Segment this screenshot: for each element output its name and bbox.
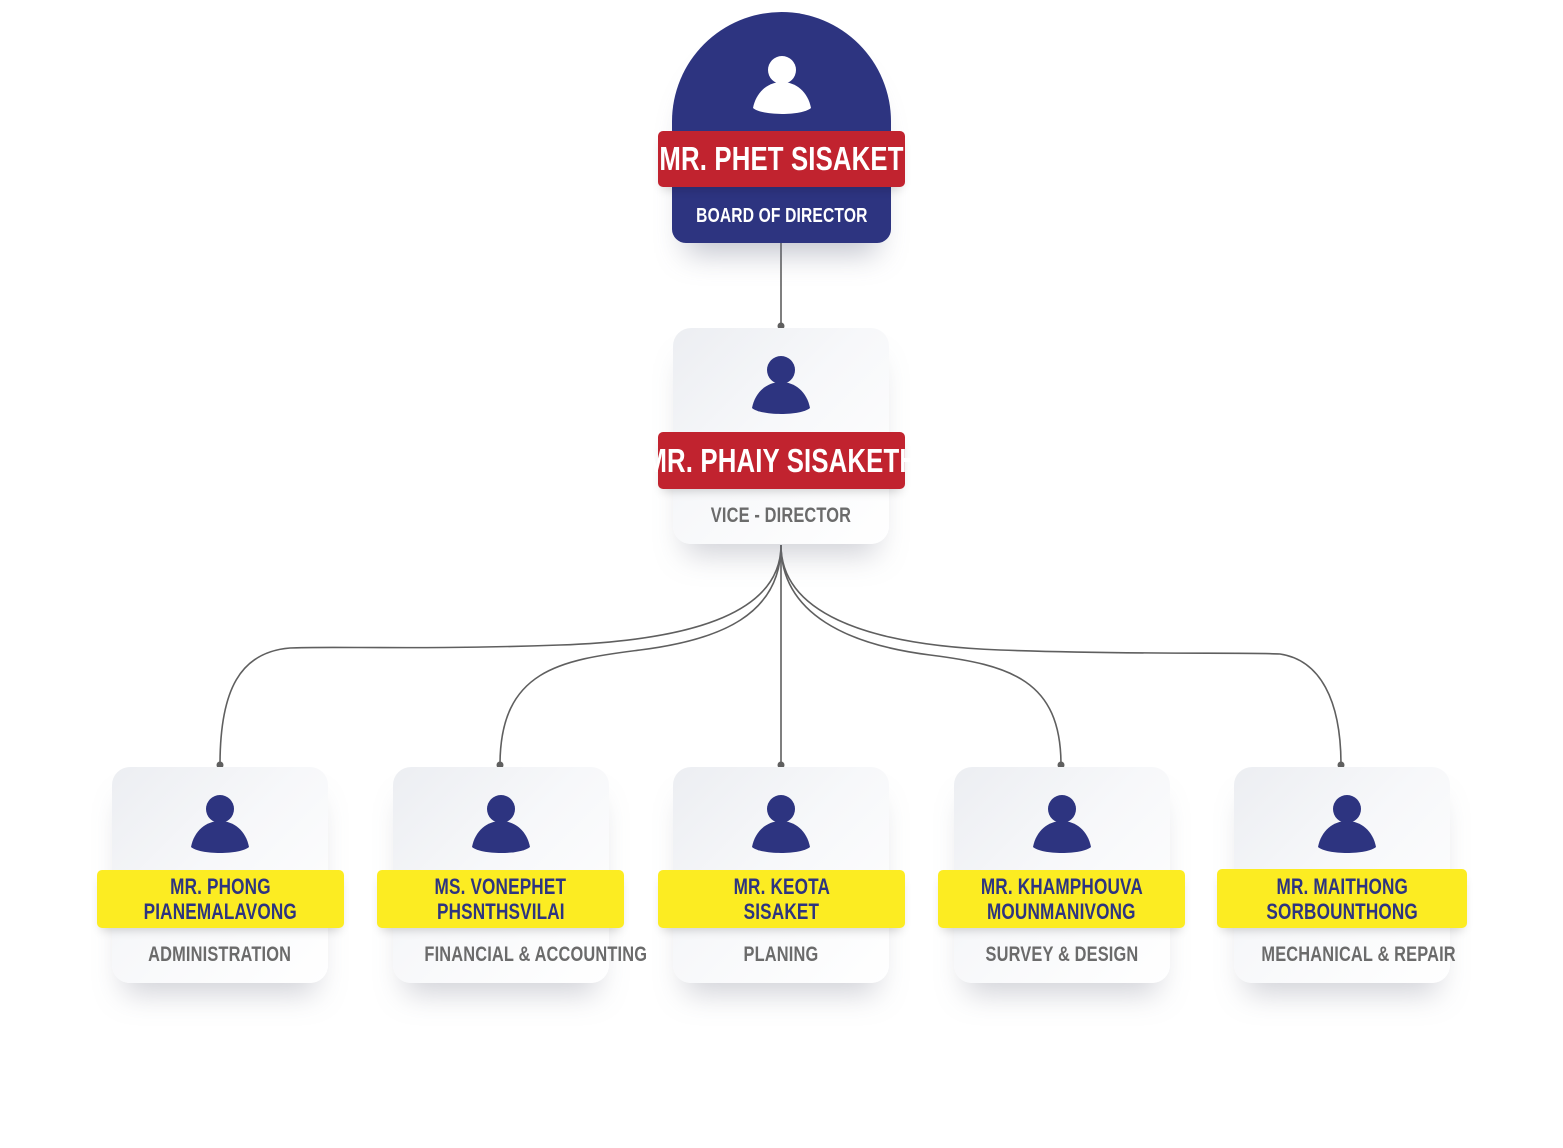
connector-dot-financial (496, 761, 504, 769)
role-label: FINANCIAL & ACCOUNTING (424, 943, 648, 966)
person-icon (752, 56, 811, 114)
node-board-of-director[interactable]: BOARD OF DIRECTOR (672, 12, 891, 243)
person-name-line2: SISAKET (743, 899, 820, 924)
person-icon (752, 795, 810, 853)
name-bar: MS. VONEPHET PHSNTHSVILAI (377, 870, 624, 928)
connector-dot-planing (777, 761, 785, 769)
person-name-line1: MR. PHONG (170, 874, 271, 899)
role-label: VICE - DIRECTOR (710, 504, 852, 527)
person-name: MR. PHAIY SISAKETH (645, 441, 918, 479)
connector-dot-survey (1057, 761, 1065, 769)
person-name-line2: PHSNTHSVILAI (436, 899, 565, 924)
name-bar: MR. PHET SISAKET (658, 131, 905, 187)
name-bar: MR. PHONG PIANEMALAVONG (97, 870, 344, 928)
connector-dot-vice (777, 322, 785, 330)
person-icon (472, 795, 530, 853)
connector-dot-administration (216, 761, 224, 769)
person-name-line1: MR. MAITHONG (1276, 873, 1408, 899)
role-label: MECHANICAL & REPAIR (1261, 943, 1456, 966)
name-bar: MR. KHAMPHOUVA MOUNMANIVONG (938, 870, 1185, 928)
name-bar: MR. KEOTA SISAKET (658, 870, 905, 928)
name-bar: MR. MAITHONG SORBOUNTHONG (1217, 869, 1467, 928)
connector-vice-mechanical (780, 544, 1342, 766)
connector-vice-administration (219, 544, 782, 766)
person-name-line1: MR. KEOTA (733, 874, 830, 899)
person-name-line2: SORBOUNTHONG (1266, 898, 1418, 924)
connector-vice-financial (499, 544, 782, 766)
name-bar: MR. PHAIY SISAKETH (645, 432, 918, 489)
person-name-line2: PIANEMALAVONG (143, 899, 298, 924)
role-label: PLANING (743, 943, 819, 966)
person-name-line1: MS. VONEPHET (434, 874, 567, 899)
person-icon (752, 356, 810, 414)
person-name: MR. PHET SISAKET (659, 140, 904, 177)
person-icon (1318, 795, 1376, 853)
role-label: ADMINISTRATION (148, 943, 292, 966)
role-label: BOARD OF DIRECTOR (696, 205, 868, 227)
connector-vice-survey (780, 544, 1062, 766)
person-name-line1: MR. KHAMPHOUVA (980, 874, 1143, 899)
connector-dot-mechanical (1337, 761, 1345, 769)
person-icon (191, 795, 249, 853)
person-icon (1033, 795, 1091, 853)
person-name-line2: MOUNMANIVONG (987, 899, 1136, 924)
role-label: SURVEY & DESIGN (985, 943, 1139, 966)
